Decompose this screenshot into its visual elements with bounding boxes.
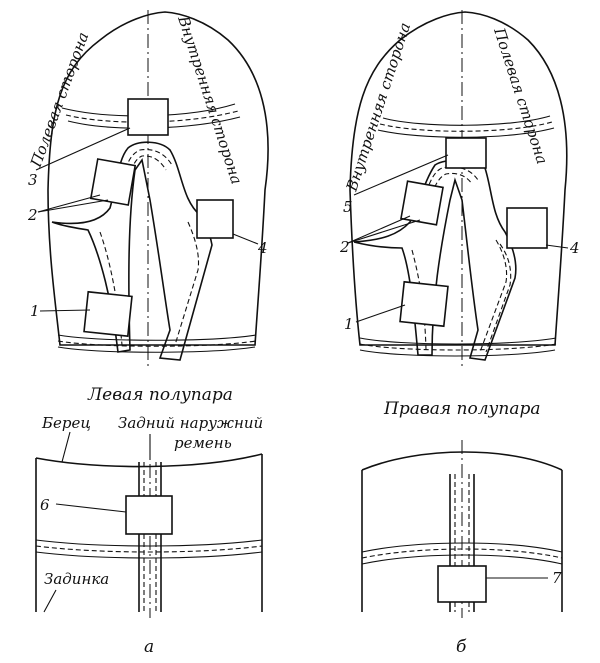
right-half-pair-drawing: Внутренняя сторона Полевая сторона 5 2 1… bbox=[339, 10, 580, 368]
detail-b-caption: Правая полупара bbox=[383, 399, 541, 419]
detail-a-label-strap-line1: Задний наружний bbox=[118, 414, 263, 432]
left-bottom-band bbox=[57, 334, 257, 341]
detail-a-caption: Левая полупара bbox=[87, 385, 233, 405]
left-callout-1: 1 bbox=[30, 302, 40, 320]
right-callout-2: 2 bbox=[339, 238, 350, 256]
detail-b-top-edge bbox=[361, 451, 563, 471]
right-callout-5: 5 bbox=[343, 198, 353, 216]
right-bottom-band bbox=[359, 337, 557, 345]
detail-a-patch-6 bbox=[125, 495, 173, 535]
right-patch-1 bbox=[399, 280, 449, 328]
left-half-pair-drawing: Полевая сторона Внутренняя сторона 3 2 1… bbox=[27, 10, 269, 368]
detail-b-heel-seam bbox=[361, 542, 563, 553]
detail-b-letter: б bbox=[456, 637, 467, 657]
right-inner-side-label: Внутренняя сторона bbox=[342, 20, 414, 194]
right-top-band bbox=[382, 115, 551, 126]
detail-a-label-strap-line2: ремень bbox=[174, 434, 232, 452]
detail-a-letter: а bbox=[144, 637, 154, 657]
left-patch-3 bbox=[127, 98, 169, 136]
left-callout-2: 2 bbox=[27, 206, 38, 224]
left-patch-2 bbox=[89, 158, 137, 206]
left-patch-4 bbox=[196, 199, 234, 239]
right-patch-2 bbox=[400, 180, 444, 226]
right-callout-1: 1 bbox=[344, 315, 354, 333]
left-callout-4: 4 bbox=[257, 239, 268, 257]
detail-a: Левая полупара Берец Задний наружний рем… bbox=[35, 385, 263, 657]
detail-a-heel-seam bbox=[35, 539, 263, 547]
detail-a-top-edge bbox=[35, 453, 263, 468]
detail-b-callout-7: 7 bbox=[552, 569, 562, 587]
right-upper-outline bbox=[349, 11, 568, 346]
detail-b-patch-7 bbox=[437, 565, 487, 603]
right-patch-4 bbox=[506, 207, 548, 249]
right-outer-side-label: Полевая сторона bbox=[490, 25, 551, 167]
left-upper-outline bbox=[47, 11, 269, 346]
detail-a-callout-6: 6 bbox=[40, 496, 50, 514]
left-inner-side-label: Внутренняя сторона bbox=[174, 13, 246, 187]
detail-a-label-heel: Задинка bbox=[44, 570, 109, 588]
detail-b: Правая полупара 7 б bbox=[361, 399, 563, 657]
right-callout-4: 4 bbox=[569, 239, 580, 257]
detail-a-label-beret: Берец bbox=[41, 414, 91, 432]
right-patch-5 bbox=[445, 137, 487, 169]
left-patch-1 bbox=[83, 290, 133, 338]
left-callout-3: 3 bbox=[28, 171, 38, 189]
